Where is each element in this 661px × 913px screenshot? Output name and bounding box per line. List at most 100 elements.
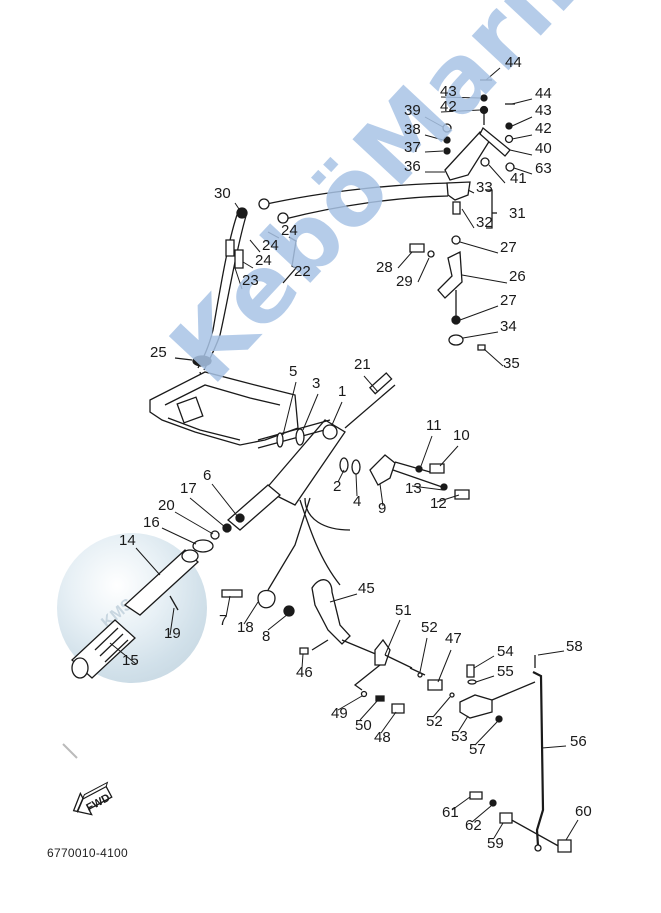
- callout-part-42: 42: [440, 98, 457, 115]
- spring-50: [376, 696, 384, 701]
- callout-part-30: 30: [214, 185, 231, 202]
- callout-part-1: 1: [338, 383, 347, 400]
- cable-upper: [262, 183, 450, 205]
- washer-13: [441, 484, 447, 490]
- nut-8: [284, 606, 294, 616]
- nut-17: [223, 524, 231, 532]
- callout-part-2: 2: [333, 478, 342, 495]
- bolt-54: [467, 665, 474, 677]
- handle-body-1: [265, 420, 345, 505]
- friction-adjuster-9: [370, 455, 395, 485]
- steering-bracket: [150, 372, 298, 445]
- callout-part-41: 41: [510, 170, 527, 187]
- callout-part-8: 8: [262, 628, 271, 645]
- callout-part-60: 60: [575, 803, 592, 820]
- callout-part-24: 24: [281, 222, 298, 239]
- callout-part-39: 39: [404, 102, 421, 119]
- callout-part-23: 23: [242, 272, 259, 289]
- callout-part-56: 56: [570, 733, 587, 750]
- plunger-48: [392, 704, 404, 713]
- washer-11: [416, 466, 422, 472]
- cable-joint-30: [237, 208, 247, 218]
- callout-part-44: 44: [535, 85, 552, 102]
- callout-part-37: 37: [404, 139, 421, 156]
- nut-39: [443, 124, 451, 132]
- callout-part-40: 40: [535, 140, 552, 157]
- washer-37: [444, 148, 450, 154]
- callout-part-11: 11: [426, 417, 442, 434]
- nut-57: [496, 716, 502, 722]
- callout-part-12: 12: [430, 495, 447, 512]
- washer-20: [211, 531, 219, 539]
- callout-part-14: 14: [119, 532, 136, 549]
- callout-part-19: 19: [164, 625, 181, 642]
- bolt-28: [410, 244, 424, 252]
- pin-32: [453, 202, 460, 214]
- callout-part-7: 7: [219, 612, 228, 629]
- bolt-7: [222, 590, 242, 597]
- shift-lever-45: [312, 580, 350, 644]
- callout-part-61: 61: [442, 804, 459, 821]
- lever-36: [445, 132, 490, 180]
- callout-part-4: 4: [353, 493, 362, 510]
- callout-part-47: 47: [445, 630, 462, 647]
- cable-lower: [285, 196, 448, 219]
- collar-34: [449, 335, 463, 345]
- callout-part-21: 21: [354, 356, 371, 373]
- callout-part-43: 43: [440, 83, 457, 100]
- callout-part-28: 28: [376, 259, 393, 276]
- washer-43b: [506, 123, 512, 129]
- cable-adjuster-left: [226, 240, 234, 256]
- callout-part-32: 32: [476, 214, 493, 231]
- bolt-61: [470, 792, 482, 799]
- callout-part-49: 49: [331, 705, 348, 722]
- pivot-1: [323, 425, 337, 439]
- cam-33: [447, 182, 470, 200]
- arm-26: [438, 252, 462, 298]
- callout-part-15: 15: [122, 652, 139, 669]
- pin-21: [345, 385, 395, 428]
- grommet-25: [193, 356, 211, 366]
- callout-part-20: 20: [158, 497, 175, 514]
- callout-part-34: 34: [500, 318, 517, 335]
- screw-19: [170, 596, 178, 610]
- washer-2: [340, 458, 348, 472]
- nut-42: [481, 107, 488, 114]
- bolt-10: [430, 464, 444, 473]
- callout-part-46: 46: [296, 664, 313, 681]
- callout-part-54: 54: [497, 643, 514, 660]
- washer-55: [468, 680, 476, 684]
- bushing-27b: [452, 316, 460, 324]
- callout-part-17: 17: [180, 480, 197, 497]
- callout-part-6: 6: [203, 467, 212, 484]
- callout-part-33: 33: [476, 179, 493, 196]
- callout-part-9: 9: [378, 500, 387, 517]
- collar-47: [428, 680, 442, 690]
- callout-part-22: 22: [294, 263, 311, 280]
- callout-part-52: 52: [426, 713, 443, 730]
- callout-part-43: 43: [535, 102, 552, 119]
- callout-part-5: 5: [289, 363, 298, 380]
- callout-part-24: 24: [262, 237, 279, 254]
- callout-part-25: 25: [150, 344, 167, 361]
- fwd-arrow-icon: [68, 780, 117, 821]
- callout-part-57: 57: [469, 741, 486, 758]
- callout-part-42: 42: [535, 120, 552, 137]
- callout-part-51: 51: [395, 602, 412, 619]
- washer-43: [481, 95, 487, 101]
- callout-part-58: 58: [566, 638, 583, 655]
- callout-part-18: 18: [237, 619, 254, 636]
- callout-part-63: 63: [535, 160, 552, 177]
- shift-rod-56: [533, 672, 543, 846]
- link-40: [480, 128, 510, 156]
- clip-60: [558, 840, 571, 852]
- callout-part-29: 29: [396, 273, 413, 290]
- washer-3: [296, 429, 304, 445]
- nut-63: [506, 163, 514, 171]
- callout-part-10: 10: [453, 427, 470, 444]
- joint-53: [460, 695, 492, 718]
- washer-4: [352, 460, 360, 474]
- callout-part-24: 24: [255, 252, 272, 269]
- callout-part-48: 48: [374, 729, 391, 746]
- washer-38: [444, 137, 450, 143]
